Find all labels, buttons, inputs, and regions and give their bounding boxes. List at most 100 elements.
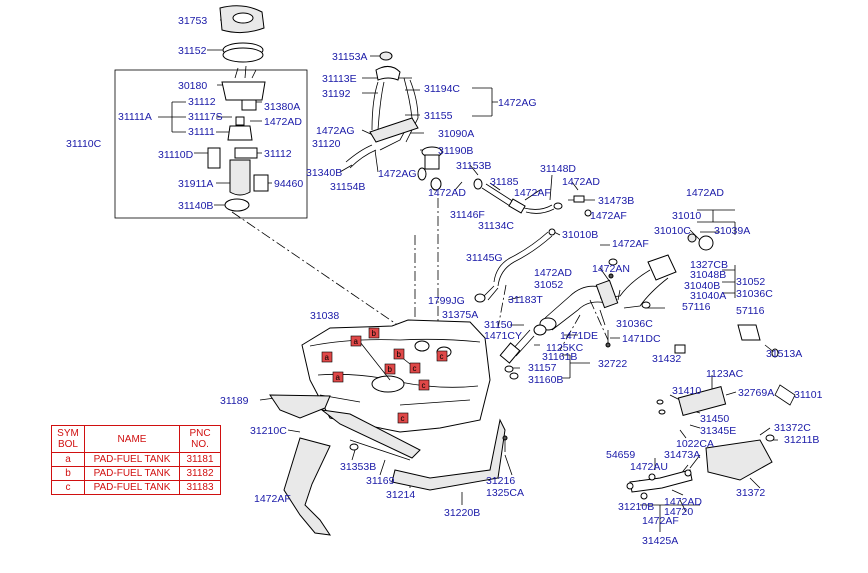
part-number-label: 31036C	[616, 318, 653, 330]
pad-square	[397, 412, 409, 424]
part-number-label: 1125KC	[546, 342, 584, 354]
straps-and-shields	[269, 394, 508, 536]
part-number-label: 31185	[490, 176, 519, 188]
legend-name: PAD-FUEL TANK	[84, 480, 180, 495]
legend-row: c PAD-FUEL TANK 31183	[51, 480, 221, 495]
pad-legend-table: SYM BOL NAME PNC NO. a PAD-FUEL TANK 311…	[51, 425, 221, 495]
part-number-label: 1472AD	[264, 116, 302, 128]
pad-symbol: b	[388, 365, 393, 374]
dashed-centerlines	[231, 198, 609, 351]
part-number-label: 31153A	[332, 51, 367, 63]
pad-square	[321, 351, 333, 363]
part-number-label: 31753	[178, 15, 207, 27]
part-number-label: 31183T	[508, 294, 543, 306]
part-number-label: 1472AD	[428, 187, 466, 199]
part-number-label: 31052	[736, 276, 765, 288]
legend-symbol: b	[51, 466, 85, 481]
fuel-pump-assembly	[207, 5, 269, 212]
part-number-label: 31375A	[442, 309, 478, 321]
part-number-label: 1325CA	[486, 487, 524, 499]
part-number-label: 1472AG	[316, 125, 355, 137]
part-number-label: 31113E	[322, 73, 357, 85]
part-number-label: 31010B	[562, 229, 598, 241]
part-number-label: 31117S	[188, 111, 223, 123]
part-number-label: 1472AD	[686, 187, 724, 199]
part-number-label: 57116	[682, 301, 711, 313]
part-number-label: 31040A	[690, 290, 726, 302]
part-number-label: 1472AD	[664, 496, 702, 508]
tank-pad-marker: c	[436, 350, 448, 362]
part-number-label: 1327CB	[690, 259, 728, 271]
part-number-label: 1472AU	[630, 461, 668, 473]
part-number-label: 31194C	[424, 83, 460, 95]
legend-symbol: c	[51, 480, 85, 495]
part-number-label: 31432	[652, 353, 681, 365]
part-number-label: 1472AG	[378, 168, 417, 180]
part-number-label: 1472AD	[562, 176, 600, 188]
part-number-label: 31340B	[306, 167, 342, 179]
part-number-label: 31112	[188, 96, 216, 108]
legend-header-pnc: PNC NO.	[179, 425, 221, 453]
part-number-label: 31160B	[528, 374, 563, 386]
part-number-label: 31473A	[664, 449, 700, 461]
part-number-label: 31513A	[766, 348, 802, 360]
part-number-label: 31189	[220, 395, 249, 407]
tank-pad-marker: b	[368, 327, 380, 339]
pad-square	[409, 362, 421, 374]
legend-header-row: SYM BOL NAME PNC NO.	[51, 425, 221, 453]
pad-square	[393, 348, 405, 360]
tank-pad-marker: a	[350, 335, 362, 347]
part-number-label: 31134C	[478, 220, 514, 232]
pad-symbol: b	[372, 329, 377, 338]
legend-header-symbol: SYM BOL	[51, 425, 85, 453]
legend-header-name: NAME	[84, 425, 180, 453]
part-number-label: 31090A	[438, 128, 474, 140]
part-number-label: 31038	[310, 310, 339, 322]
part-number-label: 31010C	[654, 225, 691, 237]
part-number-label: 31010	[672, 210, 701, 222]
filler-hoses	[345, 51, 592, 303]
part-number-label: 1471CY	[484, 330, 522, 342]
part-number-label: 31911A	[178, 178, 213, 190]
part-number-label: 31110D	[158, 149, 194, 161]
part-number-label: 31146F	[450, 209, 485, 221]
part-number-label: 31210C	[250, 425, 287, 437]
pad-square	[418, 379, 430, 391]
legend-pnc: 31182	[179, 466, 221, 481]
part-number-label: 31220B	[444, 507, 480, 519]
part-number-label: 31161B	[542, 351, 577, 363]
pad-symbol: c	[401, 414, 405, 423]
pad-square	[350, 335, 362, 347]
legend-name: PAD-FUEL TANK	[84, 466, 180, 481]
part-number-label: 31110C	[66, 138, 102, 150]
part-number-label: 31216	[486, 475, 515, 487]
tank-pad-marker: b	[393, 348, 405, 360]
part-number-label: 31157	[528, 362, 557, 374]
part-number-label: 31150	[484, 319, 513, 331]
pad-symbol: c	[413, 364, 417, 373]
part-number-label: 31140B	[178, 200, 213, 212]
legend-row: b PAD-FUEL TANK 31182	[51, 466, 221, 481]
part-number-label: 1472AF	[590, 210, 627, 222]
part-number-label: 32769A	[738, 387, 774, 399]
part-number-label: 31112	[264, 148, 292, 160]
part-number-label: 94460	[274, 178, 303, 190]
part-number-label: 1472AF	[514, 187, 551, 199]
part-number-label: 31101	[794, 389, 823, 401]
part-number-label: 32722	[598, 358, 627, 370]
part-number-label: 31380A	[264, 101, 300, 113]
part-number-label: 31153B	[456, 160, 491, 172]
part-number-label: 31190B	[438, 145, 473, 157]
pad-symbol: a	[354, 337, 359, 346]
tank-pad-marker: b	[384, 363, 396, 375]
tank-pad-marker: a	[332, 371, 344, 383]
part-number-label: 1472AF	[612, 238, 649, 250]
part-number-label: 31145G	[466, 252, 503, 264]
pad-square	[332, 371, 344, 383]
legend-name: PAD-FUEL TANK	[84, 452, 180, 467]
part-number-label: 31473B	[598, 195, 634, 207]
part-number-label: 54659	[606, 449, 635, 461]
